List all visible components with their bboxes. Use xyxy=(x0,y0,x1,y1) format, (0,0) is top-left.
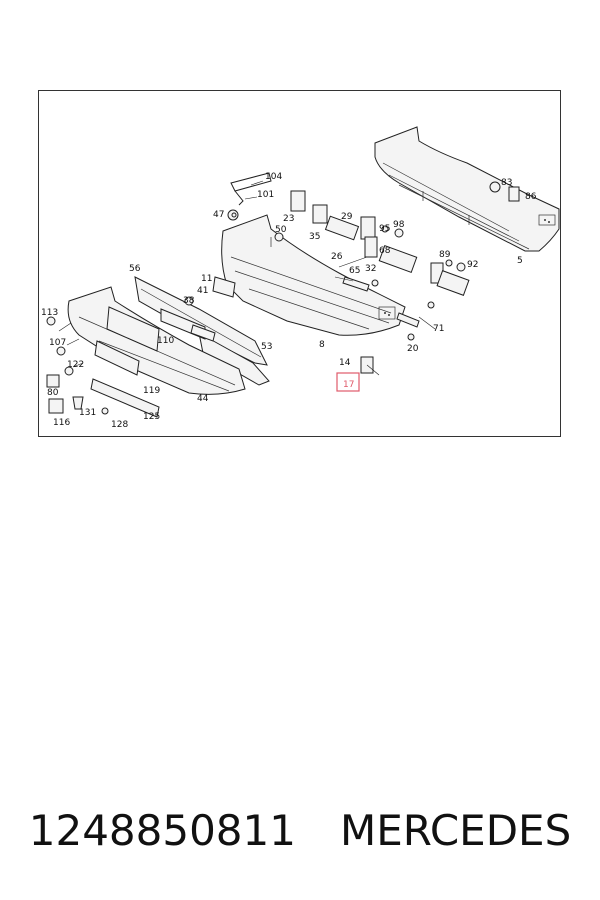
label-56: 56 xyxy=(129,264,141,274)
label-17: 17 xyxy=(343,380,354,390)
label-110: 110 xyxy=(157,336,174,346)
label-29: 29 xyxy=(341,212,353,222)
label-53: 53 xyxy=(261,342,272,352)
label-32: 32 xyxy=(365,264,376,274)
label-14: 14 xyxy=(339,358,351,368)
label-104: 104 xyxy=(265,172,282,182)
label-86: 86 xyxy=(525,192,537,202)
label-41: 41 xyxy=(197,286,208,296)
label-101: 101 xyxy=(257,190,274,200)
rear-bumper-part xyxy=(374,126,560,252)
label-89: 89 xyxy=(439,250,451,260)
label-116: 116 xyxy=(53,418,70,428)
label-38: 38 xyxy=(183,296,195,306)
label-95: 95 xyxy=(379,224,390,234)
small-parts xyxy=(46,181,520,415)
label-83: 83 xyxy=(501,178,512,188)
highlight-box-17 xyxy=(336,372,360,392)
label-11: 11 xyxy=(201,274,212,284)
front-bumper-part xyxy=(221,214,406,336)
label-26-left: 26 xyxy=(331,252,343,262)
label-131: 131 xyxy=(79,408,96,418)
label-35-left: 35 xyxy=(309,232,320,242)
label-98: 98 xyxy=(393,220,405,230)
label-20: 20 xyxy=(407,344,419,354)
label-50: 50 xyxy=(275,225,287,235)
exploded-parts-diagram: 104 101 47 23 50 35 29 95 98 26 68 32 65… xyxy=(41,126,560,430)
label-119: 119 xyxy=(143,386,160,396)
label-44: 44 xyxy=(197,394,209,404)
label-113: 113 xyxy=(41,308,58,318)
label-107: 107 xyxy=(49,338,66,348)
label-47: 47 xyxy=(213,210,224,220)
label-65: 65 xyxy=(349,266,360,276)
label-71: 71 xyxy=(433,324,444,334)
mounting-bracket-part xyxy=(230,172,272,206)
part-number: 1248850811 xyxy=(28,805,296,855)
reinforcement-bar-part xyxy=(134,276,270,386)
label-80: 80 xyxy=(47,388,59,398)
label-8: 8 xyxy=(319,340,325,350)
parts-diagram-frame: 104 101 47 23 50 35 29 95 98 26 68 32 65… xyxy=(38,90,561,437)
brand-name: MERCEDES xyxy=(339,805,572,855)
label-128: 128 xyxy=(111,420,128,430)
label-68-top: 68 xyxy=(379,246,391,256)
label-5: 5 xyxy=(517,256,523,266)
leader-lines xyxy=(58,180,436,376)
bracket-parts xyxy=(90,276,236,418)
label-122: 122 xyxy=(67,360,84,370)
part-labels: 104 101 47 23 50 35 29 95 98 26 68 32 65… xyxy=(41,172,537,430)
label-125: 125 xyxy=(143,412,160,422)
caption-bar: 1248850811 MERCEDES xyxy=(0,800,600,860)
label-92: 92 xyxy=(467,260,478,270)
label-23-left: 23 xyxy=(283,214,294,224)
